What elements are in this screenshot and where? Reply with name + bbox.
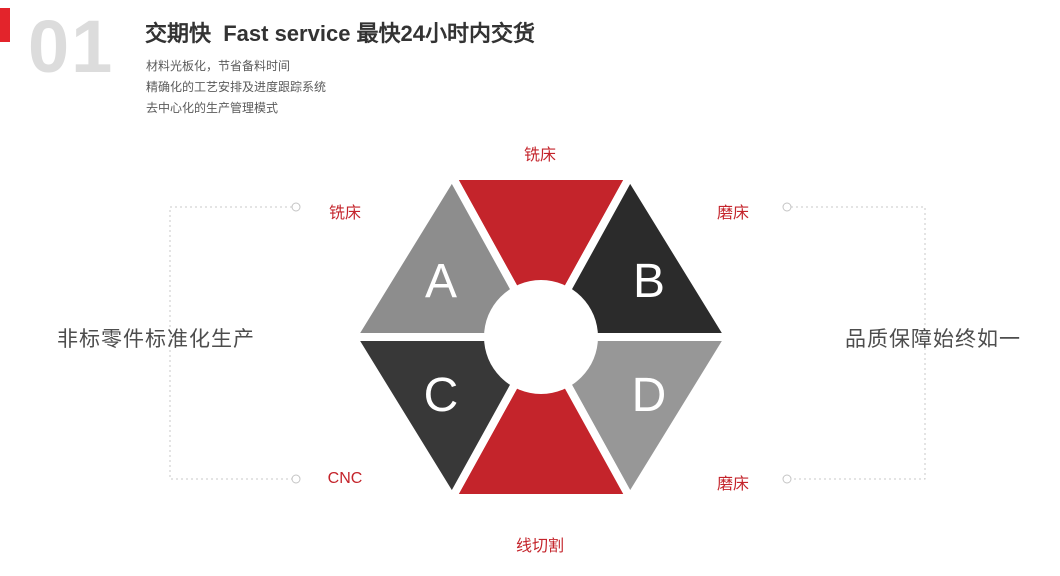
- connector-dot: [782, 202, 792, 212]
- bullet-item: 去中心化的生产管理模式: [146, 101, 279, 115]
- label-bottom-wirecut: 线切割: [515, 538, 564, 555]
- connector-dot: [291, 202, 301, 212]
- letter-c: C: [424, 369, 459, 422]
- bullet-item: 精确化的工艺安排及进度跟踪系统: [146, 80, 327, 94]
- center-circle: [484, 280, 598, 394]
- page-title: 交期快 Fast service 最快24小时内交货: [145, 21, 536, 46]
- bullet-list: 材料光板化，节省备料时间 精确化的工艺安排及进度跟踪系统 去中心化的生产管理模式: [146, 56, 326, 119]
- connector-dot: [782, 474, 792, 484]
- bullet-item: 材料光板化，节省备料时间: [146, 59, 291, 73]
- label-top-milling: 铣床: [523, 147, 556, 164]
- caption-right: 品质保障始终如一: [845, 328, 1021, 351]
- connector-dot: [291, 474, 301, 484]
- section-number: 01: [28, 5, 115, 88]
- label-right-bottom-grinding: 磨床: [716, 476, 749, 493]
- letter-a: A: [425, 255, 457, 308]
- right-connector-line: [791, 206, 926, 480]
- label-left-top-milling: 铣床: [328, 205, 361, 222]
- left-connector-line: [169, 206, 292, 480]
- caption-left: 非标零件标准化生产: [57, 328, 255, 351]
- accent-bar: [0, 8, 10, 42]
- label-left-bottom-cnc: CNC: [327, 470, 363, 487]
- letter-d: D: [632, 369, 667, 422]
- label-right-top-grinding: 磨床: [716, 205, 749, 222]
- triangle-upper-left: [349, 172, 545, 341]
- letter-b: B: [633, 255, 665, 308]
